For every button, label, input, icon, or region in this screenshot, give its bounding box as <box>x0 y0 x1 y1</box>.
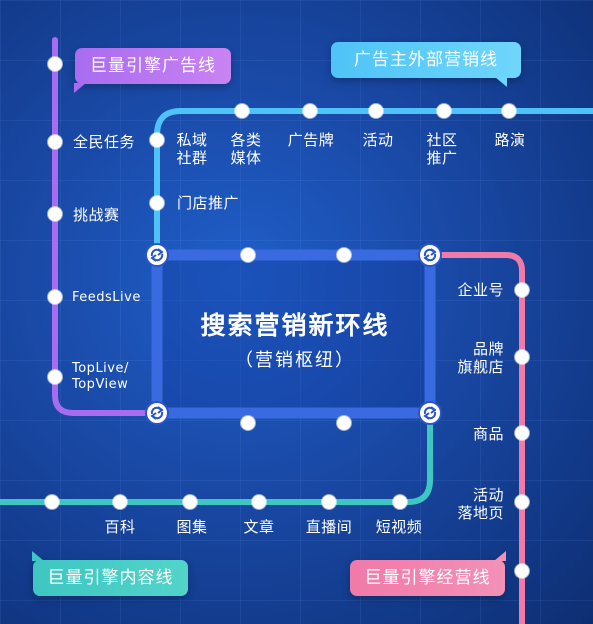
station-label: 路演 <box>494 131 526 149</box>
pink-line-tag: 巨量引擎经营线 <box>350 551 506 596</box>
station-dot <box>336 247 352 263</box>
station-label: 门店推广 <box>177 194 240 212</box>
station-dot <box>501 103 517 119</box>
station-dot <box>240 415 256 431</box>
station-dot <box>47 56 63 72</box>
station-dot <box>514 349 530 365</box>
station-dot <box>44 494 60 510</box>
station-label: 挑战赛 <box>73 206 120 224</box>
station-label: 短视频 <box>375 518 423 536</box>
station-dot <box>47 134 63 150</box>
station-dot <box>149 132 165 148</box>
station-dot <box>251 494 267 510</box>
hub-loop-track <box>151 249 436 419</box>
station-label: 全民任务 <box>73 133 136 151</box>
station-label: 直播间 <box>305 518 353 536</box>
station-dot <box>368 103 384 119</box>
station-label: 百科 <box>104 518 136 536</box>
station-dot <box>234 103 250 119</box>
transfer-icon <box>418 243 442 267</box>
teal-line-tag: 巨量引擎内容线 <box>32 551 188 596</box>
station-label: 品牌 旗舰店 <box>457 340 504 376</box>
station-dot <box>47 206 63 222</box>
transfer-icon <box>418 401 442 425</box>
station-dot <box>514 494 530 510</box>
purple-line-track <box>52 37 158 416</box>
station-label: 活动 <box>362 131 394 149</box>
station-dot <box>336 415 352 431</box>
hub-subtitle: （营销枢纽） <box>235 350 355 371</box>
station-label: 文章 <box>243 518 275 536</box>
station-dot <box>240 247 256 263</box>
station-label: 图集 <box>176 518 208 536</box>
station-dot <box>514 282 530 298</box>
pink-line-track <box>430 252 525 624</box>
station-label: TopLive/ TopView <box>72 361 129 392</box>
purple-line-tag: 巨量引擎广告线 <box>74 48 231 93</box>
station-label: 社区 推广 <box>426 131 458 167</box>
station-dot <box>321 494 337 510</box>
station-dot <box>47 289 63 305</box>
station-label: 广告牌 <box>287 131 335 149</box>
station-dot <box>112 494 128 510</box>
station-dot <box>47 369 63 385</box>
cyan-line-tag: 广告主外部营销线 <box>331 42 521 87</box>
transfer-icon <box>145 401 169 425</box>
transfer-icon <box>145 243 169 267</box>
station-dot <box>302 103 318 119</box>
station-label: 商品 <box>472 425 504 443</box>
station-dot <box>182 494 198 510</box>
hub-title: 搜索营销新环线 <box>200 311 390 340</box>
station-label: 活动 落地页 <box>457 486 504 522</box>
teal-line-track <box>0 413 433 505</box>
station-dot <box>392 494 408 510</box>
station-dot <box>149 195 165 211</box>
station-label: FeedsLive <box>72 290 141 305</box>
station-label: 各类 媒体 <box>230 131 262 167</box>
station-label: 企业号 <box>457 281 504 299</box>
station-label: 私域 社群 <box>176 131 208 167</box>
station-dot <box>514 425 530 441</box>
station-dot <box>514 563 530 579</box>
station-dot <box>436 103 452 119</box>
